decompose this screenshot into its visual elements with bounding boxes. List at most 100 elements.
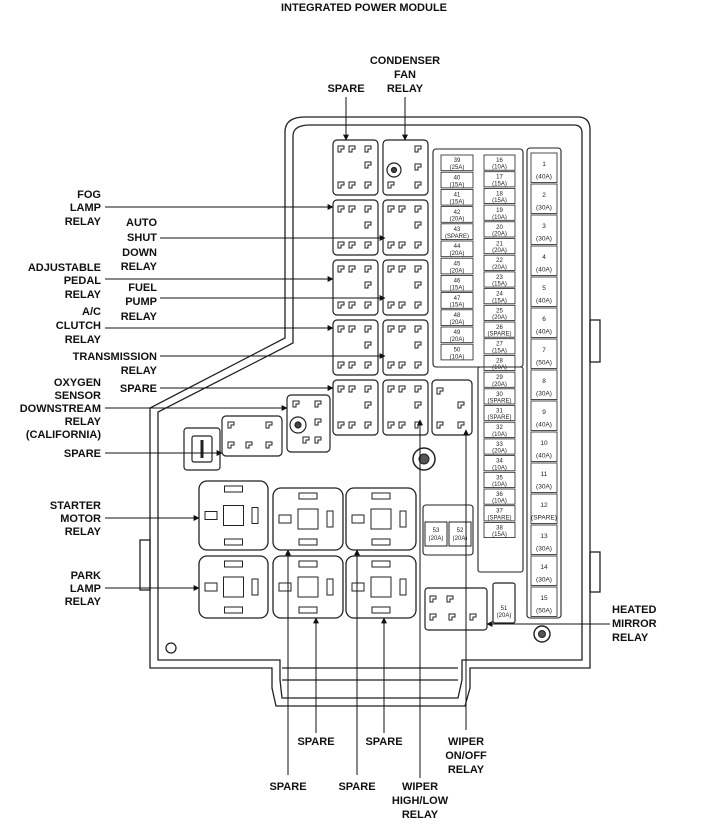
fuse-rating: (40A) — [536, 173, 552, 180]
fuse-rating: (15A) — [450, 182, 465, 188]
fuse-45: 45(20A) — [440, 257, 474, 274]
label-fog-lamp-relay: FOG LAMP RELAY — [65, 189, 102, 228]
fuse-number: 20 — [496, 225, 503, 231]
fuse-number: 42 — [454, 210, 461, 216]
fuse-rating: (50A) — [536, 607, 552, 614]
fuse-rating: (10A) — [492, 365, 507, 371]
fuse-rating: (SPARE) — [488, 332, 512, 338]
svg-text:51: 51 — [501, 606, 508, 612]
fuse-13: 13(30A) — [530, 524, 558, 555]
fuse-25: 25(20A) — [483, 304, 516, 321]
fuse-41: 41(15A) — [440, 188, 474, 206]
fuse-rating: (15A) — [492, 532, 507, 538]
svg-text:(20A): (20A) — [429, 536, 444, 542]
label-spare-left: SPARE — [64, 448, 101, 460]
fuse-number: 7 — [542, 347, 546, 354]
label-wiper-high-low-relay: WIPER HIGH/LOW RELAY — [392, 781, 449, 821]
fuse-5: 5(40A) — [530, 276, 558, 307]
fuse-rating: (20A) — [450, 268, 465, 274]
fuse-4: 4(40A) — [530, 245, 558, 276]
fuse-number: 28 — [496, 358, 503, 364]
fuse-rating: (40A) — [536, 297, 552, 304]
fuse-rating: (SPARE) — [531, 514, 557, 521]
label-spare-bottom-2: SPARE — [365, 736, 402, 748]
fuse-rating: (30A) — [536, 545, 552, 552]
fuse-number: 25 — [496, 308, 503, 314]
svg-text:WIPER: WIPER — [402, 781, 438, 793]
svg-text:RELAY: RELAY — [387, 83, 424, 95]
fuse-panels — [422, 147, 562, 619]
svg-text:PARK: PARK — [71, 570, 101, 582]
fuse-47: 47(15A) — [440, 292, 474, 309]
svg-text:PUMP: PUMP — [125, 296, 157, 308]
svg-text:PEDAL: PEDAL — [64, 275, 102, 287]
svg-text:FAN: FAN — [394, 69, 416, 81]
fuse-rating: (SPARE) — [445, 234, 469, 240]
fuse-number: 35 — [496, 475, 503, 481]
fuse-36: 36(10A) — [483, 488, 516, 505]
label-spare-mid: SPARE — [120, 383, 157, 395]
fuse-rating: (15A) — [450, 286, 465, 292]
fuse-rating: (10A) — [450, 354, 465, 360]
fuse-column-1-15: 1(40A)2(30A)3(30A)4(40A)5(40A)6(40A)7(50… — [530, 152, 558, 617]
fuse-rating: (10A) — [492, 432, 507, 438]
heated-mirror-block — [424, 582, 516, 631]
fuse-number: 4 — [542, 254, 546, 261]
fuse-rating: (20A) — [492, 231, 507, 237]
fuse-rating: (15A) — [492, 282, 507, 288]
svg-text:52: 52 — [457, 528, 464, 534]
fuse-2: 2(30A) — [530, 183, 558, 214]
fuse-rating: (SPARE) — [488, 415, 512, 421]
fuse-number: 38 — [496, 525, 503, 531]
fuse-35: 35(10A) — [483, 471, 516, 488]
svg-text:ADJUSTABLE: ADJUSTABLE — [28, 262, 101, 274]
fuse-number: 32 — [496, 425, 503, 431]
fuse-number: 14 — [540, 564, 548, 571]
fuse-number: 47 — [454, 296, 461, 302]
fuse-rating: (10A) — [492, 165, 507, 171]
fuse-15: 15(50A) — [530, 586, 558, 617]
label-spare-bottom-3: SPARE — [269, 781, 306, 793]
fuse-number: 24 — [496, 292, 503, 298]
label-oxygen-sensor-relay: OXYGEN SENSOR DOWNSTREAM RELAY (CALIFORN… — [20, 377, 102, 441]
fuse-6: 6(40A) — [530, 307, 558, 338]
fuse-number: 36 — [496, 492, 503, 498]
fuse-33: 33(20A) — [483, 438, 516, 455]
fuse-number: 9 — [542, 409, 546, 416]
fuse-number: 23 — [496, 275, 503, 281]
fuse-8: 8(30A) — [530, 369, 558, 400]
svg-text:FUEL: FUEL — [128, 282, 157, 294]
svg-text:SHUT: SHUT — [127, 232, 157, 244]
fuse-number: 17 — [496, 175, 503, 181]
fuse-43: 43(SPARE) — [440, 223, 474, 240]
fuse-rating: (10A) — [492, 465, 507, 471]
svg-text:WIPER: WIPER — [448, 736, 484, 748]
fuse-rating: (25A) — [450, 165, 465, 171]
fuse-number: 44 — [454, 244, 461, 250]
svg-text:RELAY: RELAY — [402, 809, 439, 821]
fuse-50: 50(10A) — [440, 343, 474, 360]
fuse-34: 34(10A) — [483, 455, 516, 471]
label-fuel-pump-relay: FUEL PUMP RELAY — [121, 282, 158, 323]
svg-text:RELAY: RELAY — [65, 289, 102, 301]
fuse-rating: (20A) — [450, 251, 465, 257]
fuse-23: 23(15A) — [483, 271, 516, 288]
fuse-rating: (20A) — [492, 248, 507, 254]
svg-text:AUTO: AUTO — [126, 217, 157, 229]
fuse-20: 20(20A) — [483, 221, 516, 237]
svg-text:RELAY: RELAY — [65, 416, 102, 428]
fuse-rating: (20A) — [450, 337, 465, 343]
svg-text:MIRROR: MIRROR — [612, 618, 657, 630]
fuse-1: 1(40A) — [530, 152, 558, 183]
fuse-rating: (20A) — [450, 217, 465, 223]
fuse-rating: (10A) — [492, 482, 507, 488]
fuse-rating: (15A) — [450, 303, 465, 309]
label-spare-bottom-1: SPARE — [297, 736, 334, 748]
fuse-rating: (10A) — [492, 215, 507, 221]
fuse-number: 2 — [542, 192, 546, 199]
svg-text:RELAY: RELAY — [65, 334, 102, 346]
fuse-38: 38(15A) — [483, 522, 516, 538]
svg-text:RELAY: RELAY — [65, 526, 102, 538]
relay-pins-upper — [227, 145, 477, 621]
